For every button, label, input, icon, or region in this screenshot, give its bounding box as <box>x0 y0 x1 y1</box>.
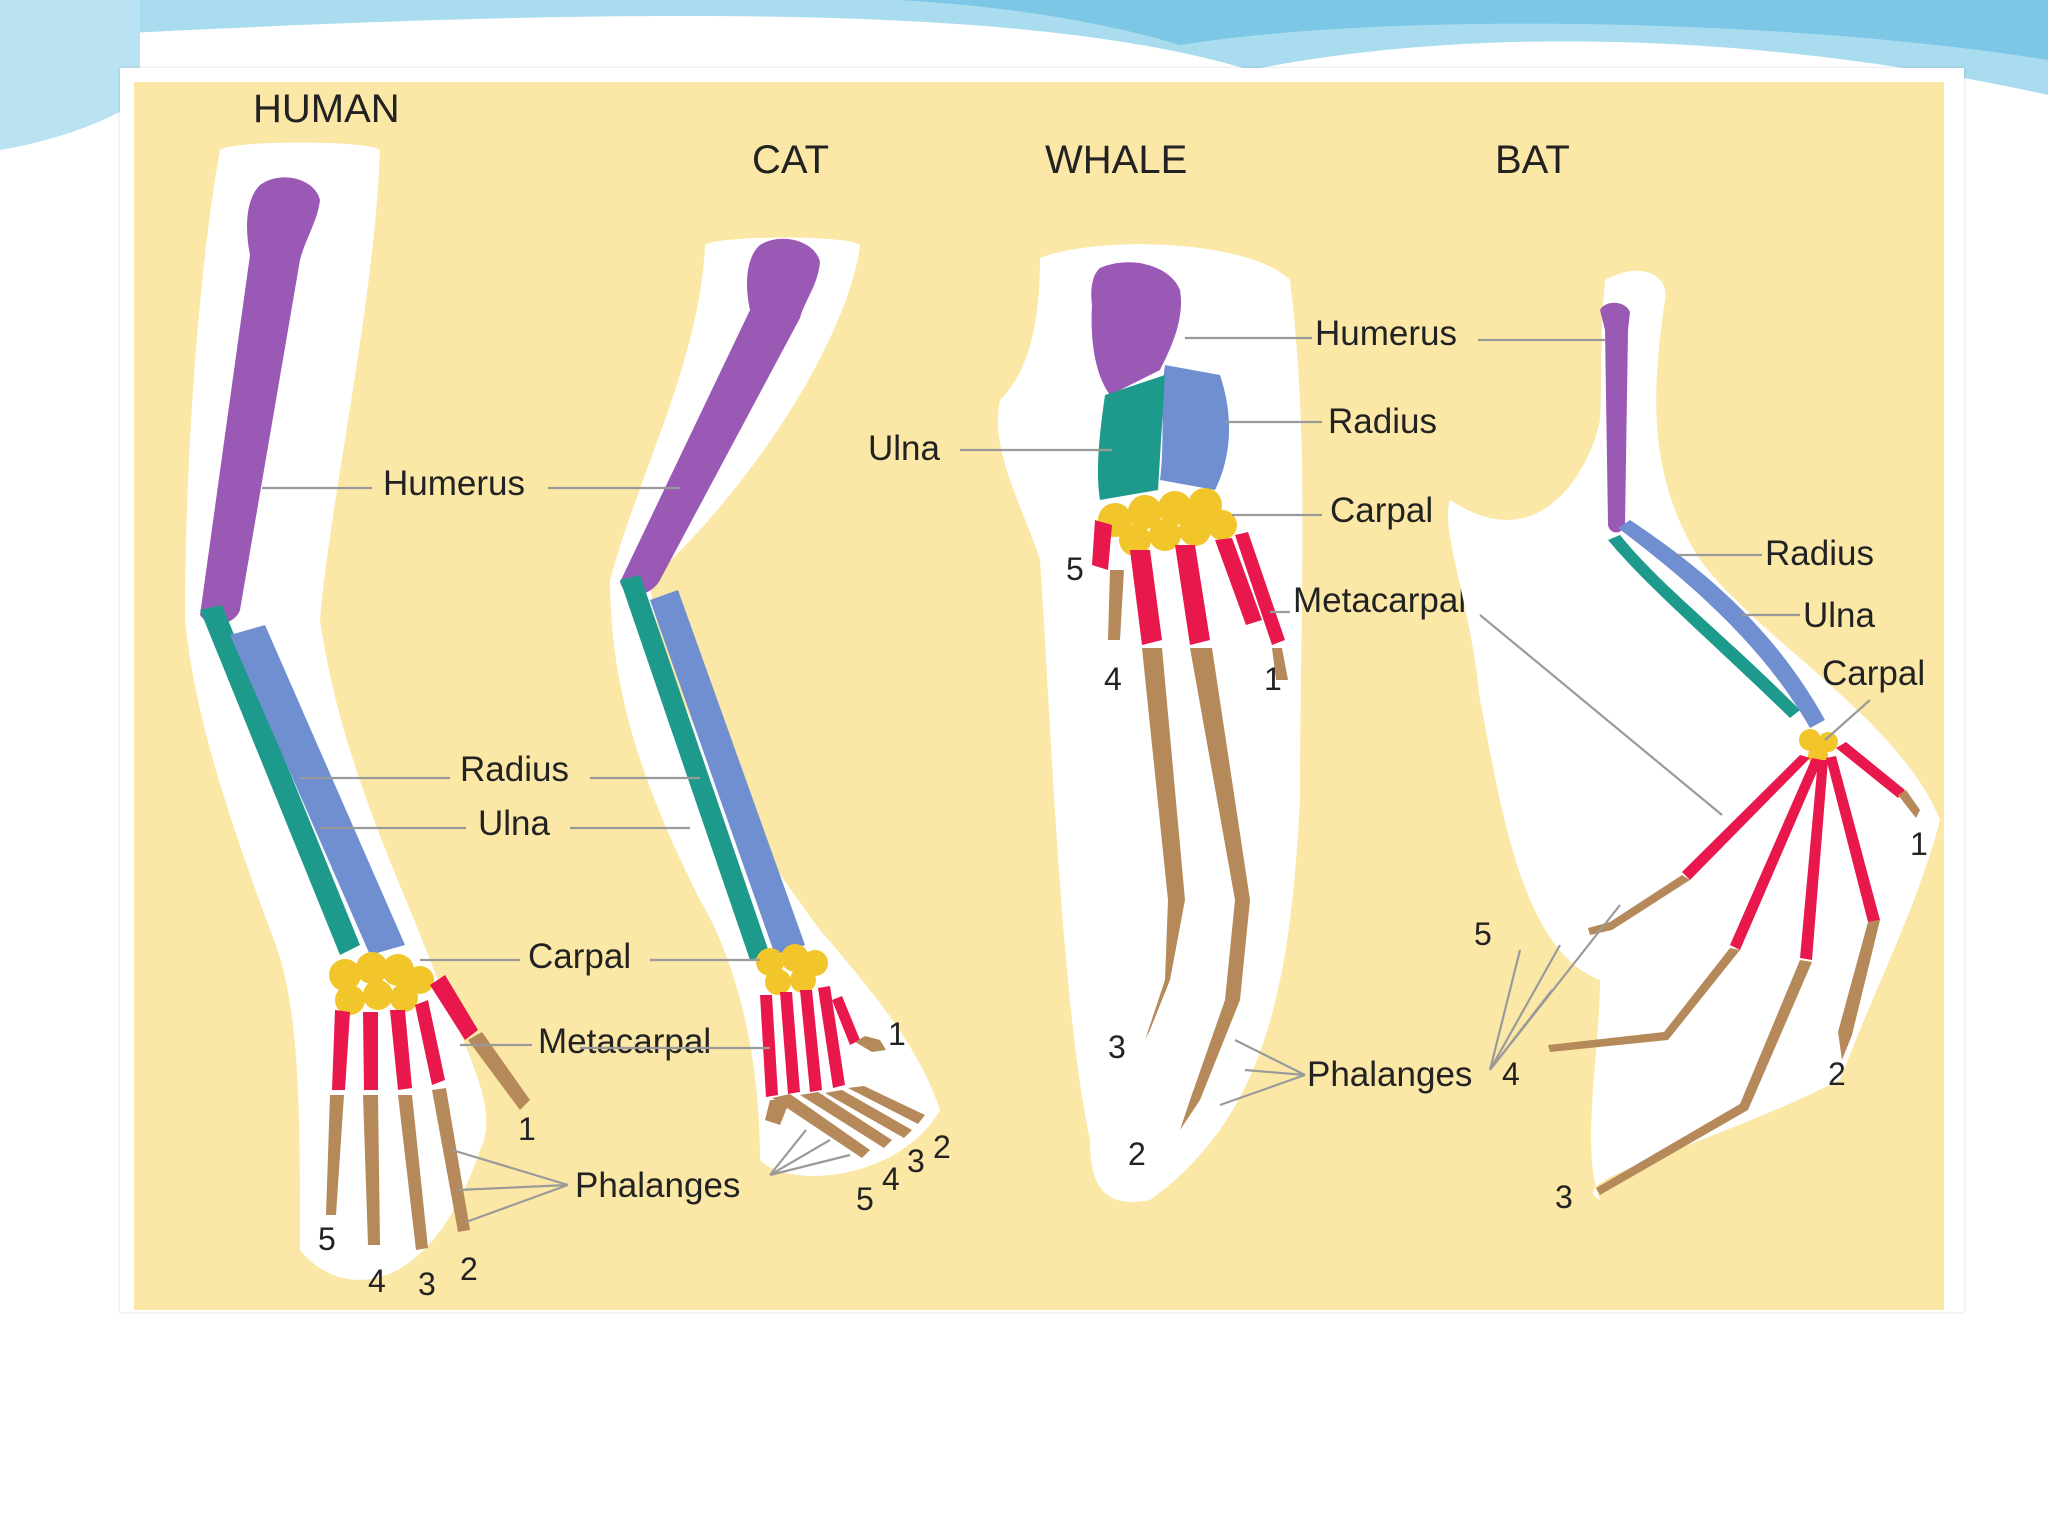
cat-digit-1: 1 <box>888 1016 906 1052</box>
cat-leg <box>610 237 940 1176</box>
whale-leader-lines <box>960 336 1322 1107</box>
cat-phalanges <box>765 1036 925 1158</box>
whale-ulna <box>1097 375 1165 500</box>
bat-humerus <box>1600 302 1630 533</box>
whale-digit-3: 3 <box>1108 1029 1126 1065</box>
bat-radius-label: Radius <box>1765 534 1874 573</box>
human-digit-4: 4 <box>368 1263 386 1299</box>
top-wave-highlight <box>900 0 2048 60</box>
whale-title: WHALE <box>1045 138 1187 182</box>
whale-humerus-label: Humerus <box>1315 314 1457 353</box>
whale-radius <box>1160 365 1230 490</box>
human-radius <box>230 625 405 955</box>
whale-metacarpals <box>1092 520 1285 645</box>
human-radius-label: Radius <box>460 750 569 789</box>
cat-metacarpals <box>760 986 860 1097</box>
human-phalanges-label: Phalanges <box>575 1166 740 1205</box>
bat-leader-lines <box>1478 338 1871 1071</box>
bat-ulna-label: Ulna <box>1803 596 1876 635</box>
bat-carpal-label: Carpal <box>1822 654 1925 693</box>
cat-radius <box>650 590 805 955</box>
human-digit-3: 3 <box>418 1266 436 1302</box>
human-humerus <box>200 177 320 625</box>
bat-digit-5: 5 <box>1474 916 1492 952</box>
bat-radius <box>1618 520 1825 728</box>
whale-phalanges-label: Phalanges <box>1307 1055 1472 1094</box>
cat-humerus <box>620 238 820 595</box>
human-leader-lines <box>262 486 569 1224</box>
left-wave-decoration <box>0 0 140 150</box>
cat-leader-lines <box>548 486 851 1177</box>
human-ulna-label: Ulna <box>478 804 551 843</box>
bat-digit-1: 1 <box>1910 826 1928 862</box>
cat-ulna <box>620 575 770 960</box>
whale-digit-1: 1 <box>1264 661 1282 697</box>
human-digit-1: 1 <box>518 1111 536 1147</box>
whale-radius-label: Radius <box>1328 402 1437 441</box>
human-arm <box>185 142 530 1280</box>
human-digit-5: 5 <box>318 1221 336 1257</box>
whale-metacarpal-label: Metacarpal <box>1293 581 1466 620</box>
whale-digit-4: 4 <box>1104 661 1122 697</box>
bat-metacarpals <box>1682 742 1905 960</box>
cat-carpals <box>756 944 828 995</box>
cat-digit-4: 4 <box>882 1161 900 1197</box>
whale-digit-5: 5 <box>1066 551 1084 587</box>
bat-phalanges <box>1548 790 1920 1195</box>
whale-ulna-label: Ulna <box>868 429 941 468</box>
human-ulna <box>200 605 360 955</box>
bat-digit-3: 3 <box>1555 1179 1573 1215</box>
bat-digit-4: 4 <box>1502 1056 1520 1092</box>
whale-flipper <box>998 244 1303 1202</box>
whale-carpal-label: Carpal <box>1330 491 1433 530</box>
human-digit-2: 2 <box>460 1251 478 1287</box>
whale-carpals <box>1098 488 1237 556</box>
whale-humerus <box>1091 262 1181 395</box>
human-title: HUMAN <box>253 87 400 131</box>
human-metacarpal-label: Metacarpal <box>538 1022 711 1061</box>
whale-phalanges <box>1108 570 1288 1130</box>
bat-digit-2: 2 <box>1828 1056 1846 1092</box>
whale-digit-2: 2 <box>1128 1136 1146 1172</box>
human-phalanges <box>326 1032 530 1250</box>
bat-title: BAT <box>1495 138 1570 182</box>
human-carpal-label: Carpal <box>528 937 631 976</box>
cat-digit-2: 2 <box>933 1129 951 1165</box>
cat-digit-3: 3 <box>907 1143 925 1179</box>
top-wave-decoration <box>0 0 2048 95</box>
cat-digit-5: 5 <box>856 1181 874 1217</box>
bat-ulna <box>1608 535 1800 718</box>
human-carpals <box>329 952 434 1015</box>
cat-title: CAT <box>752 138 829 182</box>
bat-wing <box>1447 270 1940 1201</box>
human-humerus-label: Humerus <box>383 464 525 503</box>
human-metacarpals <box>332 975 478 1090</box>
bat-wing-silhouette <box>1447 270 1940 1201</box>
